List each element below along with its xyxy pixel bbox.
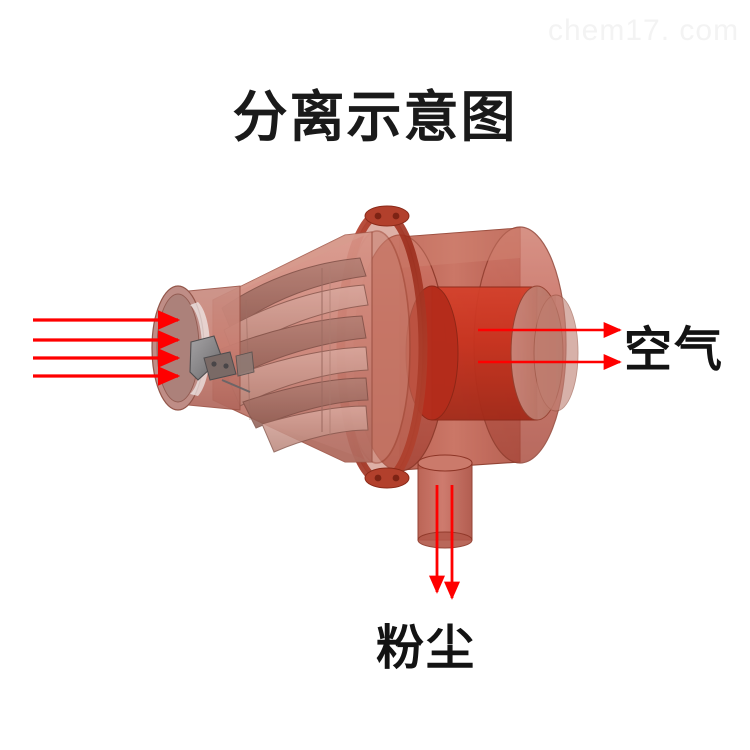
- inlet-arrow-group: [33, 310, 181, 386]
- label-air: 空气: [624, 322, 725, 378]
- swirl-vanes: [213, 257, 369, 453]
- page-title: 分离示意图: [232, 85, 518, 149]
- dust-outlet: [417, 454, 473, 549]
- clean-air-outlet: [405, 285, 579, 421]
- dust-arrow-group: [428, 485, 461, 600]
- hub-bracket: [189, 335, 255, 393]
- site-watermark: chem17. com: [548, 14, 740, 47]
- air-arrow-group: [478, 321, 622, 371]
- label-dust: 粉尘: [376, 620, 477, 676]
